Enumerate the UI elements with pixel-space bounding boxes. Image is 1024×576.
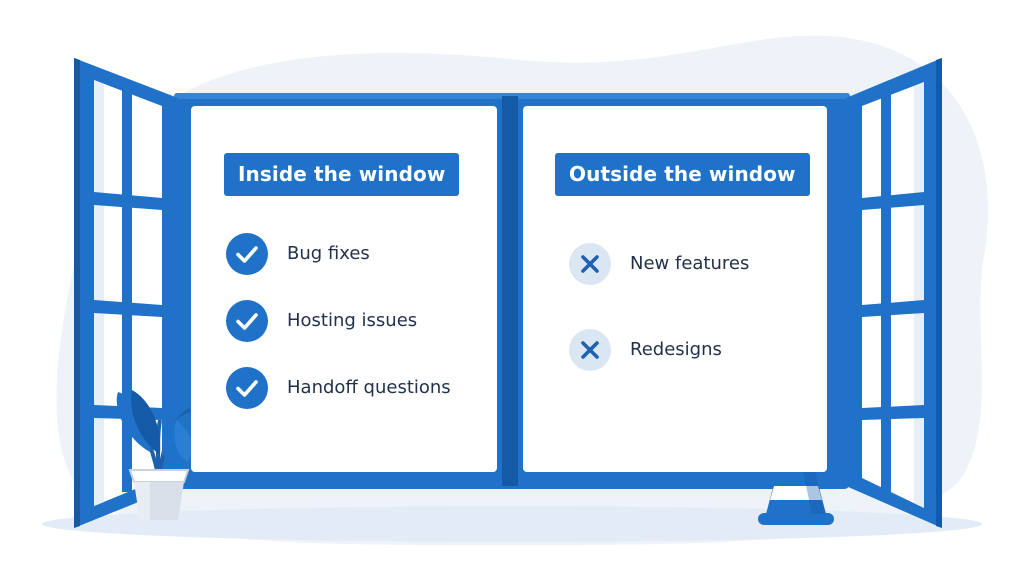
cross-icon xyxy=(568,328,612,372)
cross-icon xyxy=(568,242,612,286)
check-icon xyxy=(225,366,269,410)
list-item-label: Bug fixes xyxy=(287,243,370,264)
list-item-label: Redesigns xyxy=(630,339,722,360)
list-item-label: Handoff questions xyxy=(287,377,451,398)
potted-plant-icon xyxy=(116,390,200,520)
inside-window-title: Inside the window xyxy=(224,153,460,196)
right-window-sash xyxy=(846,58,942,528)
window-mullion xyxy=(502,96,518,486)
list-item-label: Hosting issues xyxy=(287,310,418,331)
check-icon xyxy=(225,232,269,276)
check-icon xyxy=(225,299,269,343)
list-item-label: New features xyxy=(630,253,750,274)
outside-window-title: Outside the window xyxy=(555,153,810,196)
floor-shadow xyxy=(42,506,982,542)
